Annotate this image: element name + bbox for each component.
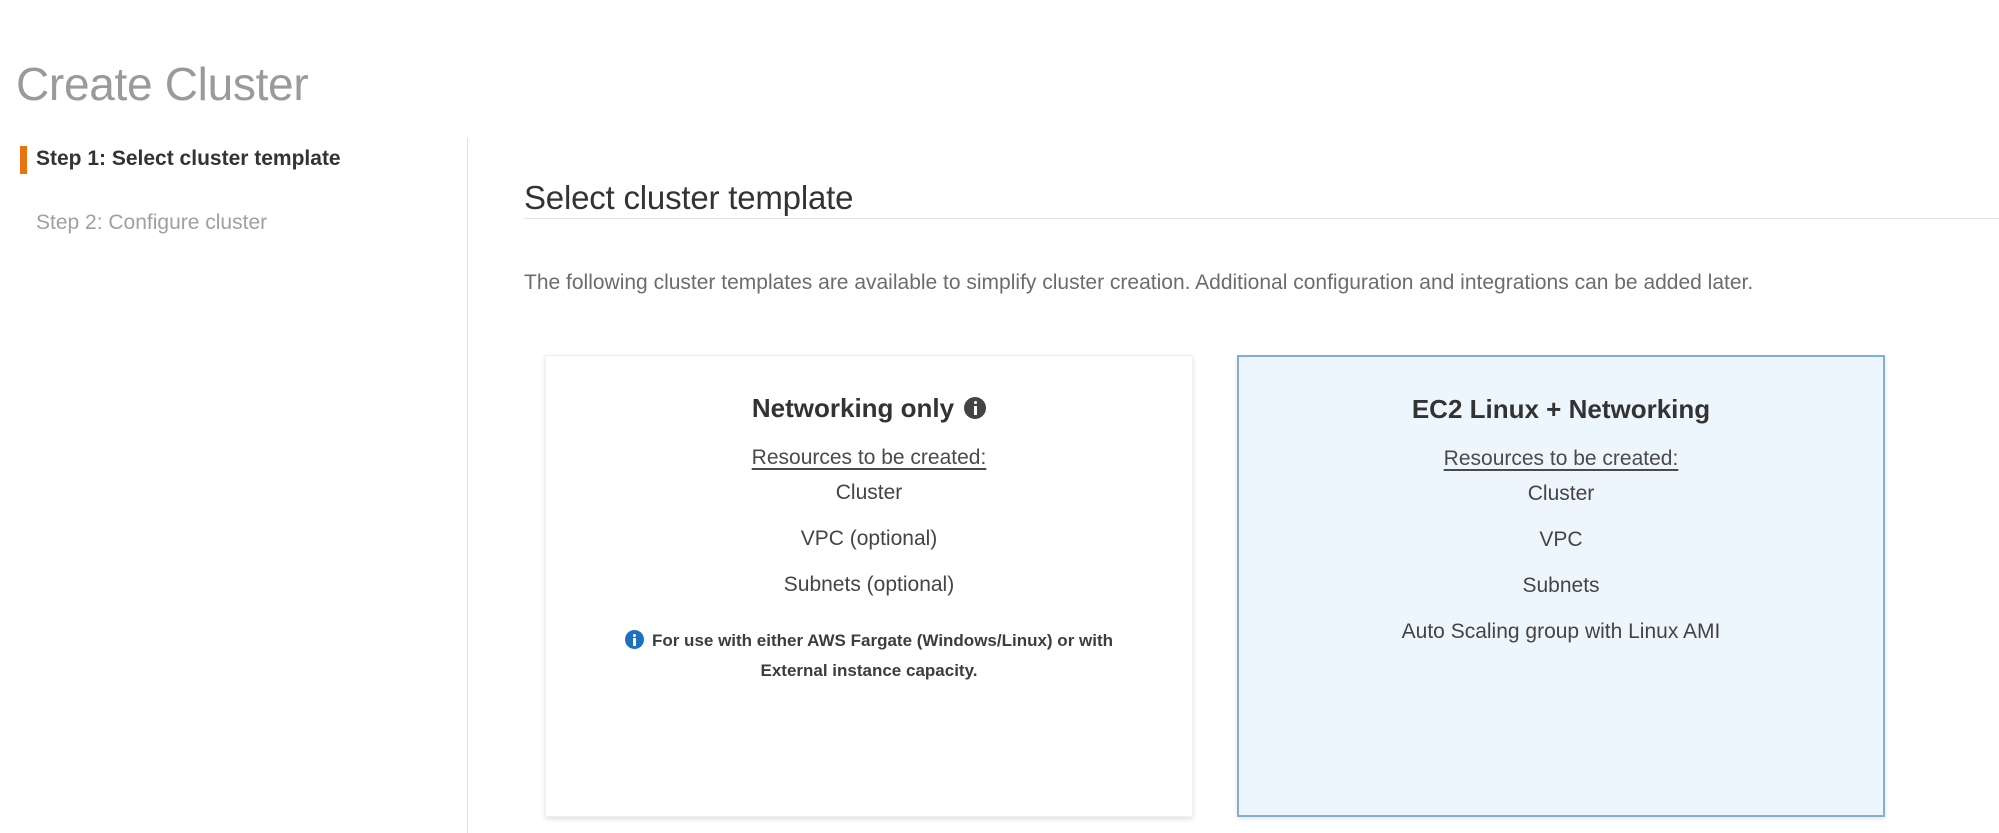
resource-item: Subnets bbox=[1522, 574, 1600, 597]
info-icon[interactable] bbox=[964, 397, 987, 419]
page-title: Create Cluster bbox=[16, 57, 309, 110]
sidebar-step-2-configure-cluster[interactable]: Step 2: Configure cluster bbox=[0, 202, 467, 244]
section-title-divider bbox=[524, 218, 1999, 219]
resource-item: VPC (optional) bbox=[800, 527, 938, 550]
resource-item: Cluster bbox=[1527, 482, 1595, 505]
resource-item: Auto Scaling group with Linux AMI bbox=[1401, 620, 1721, 643]
cluster-template-card-ec2-linux-networking[interactable]: EC2 Linux + Networking Resources to be c… bbox=[1237, 355, 1885, 817]
card-title-ec2-linux-networking: EC2 Linux + Networking bbox=[1273, 387, 1849, 431]
cluster-template-card-group: Networking only Resources to be created:… bbox=[545, 355, 1965, 817]
card-note-text: For use with either AWS Fargate (Windows… bbox=[651, 631, 1114, 680]
active-step-marker bbox=[20, 146, 27, 174]
resources-heading: Resources to be created: bbox=[751, 446, 987, 469]
resources-heading-wrapper: Resources to be created: bbox=[1273, 439, 1849, 471]
resource-item: VPC bbox=[1539, 528, 1583, 551]
resource-item: Cluster bbox=[835, 481, 903, 504]
sidebar-step-2-label: Step 2: Configure cluster bbox=[36, 211, 268, 235]
card-title-text: EC2 Linux + Networking bbox=[1411, 394, 1711, 424]
card-note-networking-only: For use with either AWS Fargate (Windows… bbox=[580, 626, 1158, 686]
resources-heading-wrapper: Resources to be created: bbox=[580, 438, 1158, 470]
resources-heading: Resources to be created: bbox=[1443, 447, 1679, 470]
resource-list-ec2-linux-networking: Cluster VPC Subnets Auto Scaling group w… bbox=[1273, 471, 1849, 655]
main-content: Select cluster template The following cl… bbox=[468, 0, 1999, 833]
resource-item: Subnets (optional) bbox=[783, 573, 955, 596]
resource-list-networking-only: Cluster VPC (optional) Subnets (optional… bbox=[580, 470, 1158, 608]
section-title: Select cluster template bbox=[524, 179, 854, 217]
card-title-text: Networking only bbox=[751, 393, 955, 423]
sidebar-step-1-label: Step 1: Select cluster template bbox=[36, 147, 341, 171]
card-title-networking-only: Networking only bbox=[580, 386, 1158, 430]
section-description: The following cluster templates are avai… bbox=[524, 271, 1754, 294]
wizard-step-sidebar: Step 1: Select cluster template Step 2: … bbox=[0, 138, 468, 833]
cluster-template-card-networking-only[interactable]: Networking only Resources to be created:… bbox=[545, 355, 1193, 817]
info-icon-blue bbox=[624, 630, 644, 649]
sidebar-step-1-select-cluster-template[interactable]: Step 1: Select cluster template bbox=[0, 138, 467, 180]
